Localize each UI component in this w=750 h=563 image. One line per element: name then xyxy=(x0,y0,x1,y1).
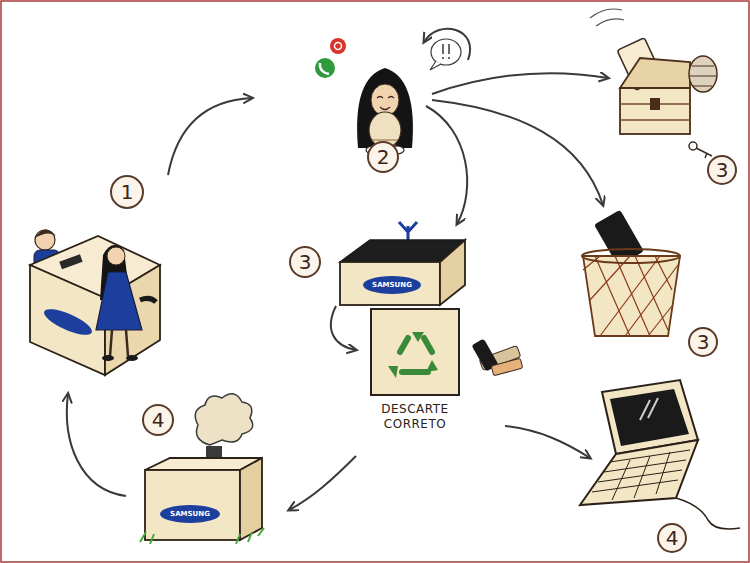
chest xyxy=(689,142,697,150)
flow-arrow xyxy=(67,29,608,510)
step-number: 4 xyxy=(657,523,687,553)
phone-user xyxy=(330,38,346,54)
step-number: 3 xyxy=(688,327,718,357)
chest xyxy=(650,98,660,110)
step-number: 2 xyxy=(367,141,399,173)
factory xyxy=(195,394,252,445)
recycle-symbol xyxy=(400,338,408,352)
store-counter xyxy=(110,330,128,356)
waste-basket xyxy=(583,256,678,336)
flow-arrow xyxy=(168,98,252,175)
phone-user xyxy=(315,58,335,78)
callout-number: 1 xyxy=(121,182,134,202)
chest xyxy=(690,66,716,86)
callout-number: 4 xyxy=(666,528,679,548)
factory xyxy=(240,458,262,540)
store-counter xyxy=(140,298,156,302)
recycle-symbol xyxy=(426,360,438,372)
callout-number: 3 xyxy=(697,332,710,352)
phone-user xyxy=(357,68,413,148)
collection-box xyxy=(340,262,440,305)
factory xyxy=(160,505,220,523)
store-counter xyxy=(59,254,82,269)
flow-arrow xyxy=(432,100,603,205)
laptop xyxy=(580,440,698,505)
collection-box xyxy=(399,222,417,240)
flow-arrow xyxy=(289,456,356,510)
laptop xyxy=(676,498,740,529)
store-counter xyxy=(35,230,55,250)
step-number: 4 xyxy=(142,404,174,436)
phone-user xyxy=(448,57,450,59)
collection-box xyxy=(340,222,465,305)
phone-user xyxy=(320,63,329,74)
callout-number: 3 xyxy=(716,160,729,180)
flow-arrow xyxy=(432,73,608,94)
recycle-bin: DESCARTE CORRETO xyxy=(360,308,470,432)
store-counter xyxy=(30,265,105,375)
collection-box xyxy=(440,240,465,305)
chest xyxy=(620,58,690,88)
flow-arrow xyxy=(331,306,356,350)
phone-user xyxy=(430,61,441,70)
caption-text: DESCARTE CORRETO xyxy=(372,402,458,432)
laptop xyxy=(592,450,690,500)
recycle-symbol xyxy=(388,332,438,378)
old-phones xyxy=(491,358,523,375)
waste-basket xyxy=(582,249,680,263)
chest xyxy=(590,9,624,26)
recycle-symbol xyxy=(372,310,458,394)
old-phones xyxy=(471,339,522,376)
store-counter xyxy=(126,355,138,361)
recycle-symbol xyxy=(402,369,428,375)
callout-number: 2 xyxy=(377,147,390,167)
recycle-symbol xyxy=(388,366,398,378)
collection-box xyxy=(363,276,421,294)
laptop xyxy=(580,380,740,529)
phone-user xyxy=(380,107,390,110)
store-counter xyxy=(41,304,95,340)
factory xyxy=(140,394,264,544)
flow-arrow xyxy=(424,29,470,60)
chest xyxy=(696,148,712,158)
store-counter xyxy=(102,355,114,361)
brand-logo: SAMSUNG xyxy=(372,281,412,289)
recycle-box xyxy=(370,308,460,396)
chest xyxy=(620,88,690,134)
recycle-symbol xyxy=(424,338,432,352)
flow-arrow xyxy=(505,426,590,458)
factory xyxy=(145,470,240,540)
step-number: 3 xyxy=(289,246,321,278)
phone-user xyxy=(315,38,461,154)
phone-user xyxy=(443,44,449,54)
phone-user xyxy=(377,97,394,99)
store-counter xyxy=(107,247,125,265)
step-number: 3 xyxy=(707,155,737,185)
flow-arrow xyxy=(67,394,126,496)
flow-arrow xyxy=(426,106,467,224)
callout-number: 4 xyxy=(152,410,165,430)
phone-user xyxy=(442,57,444,59)
phone-user xyxy=(335,43,342,50)
step-number: 1 xyxy=(110,175,144,209)
brand-logo: SAMSUNG xyxy=(170,510,210,518)
laptop xyxy=(640,398,658,420)
recycle-symbol xyxy=(412,332,424,342)
store-counter xyxy=(30,229,160,375)
chest xyxy=(590,9,717,158)
phone-user xyxy=(371,84,399,116)
chest xyxy=(689,56,717,92)
laptop xyxy=(610,389,689,446)
waste-basket xyxy=(582,210,680,336)
store-counter xyxy=(35,229,56,238)
store-counter xyxy=(96,272,142,330)
factory xyxy=(140,528,264,544)
waste-basket xyxy=(583,256,680,336)
callout-number: 3 xyxy=(299,252,312,272)
